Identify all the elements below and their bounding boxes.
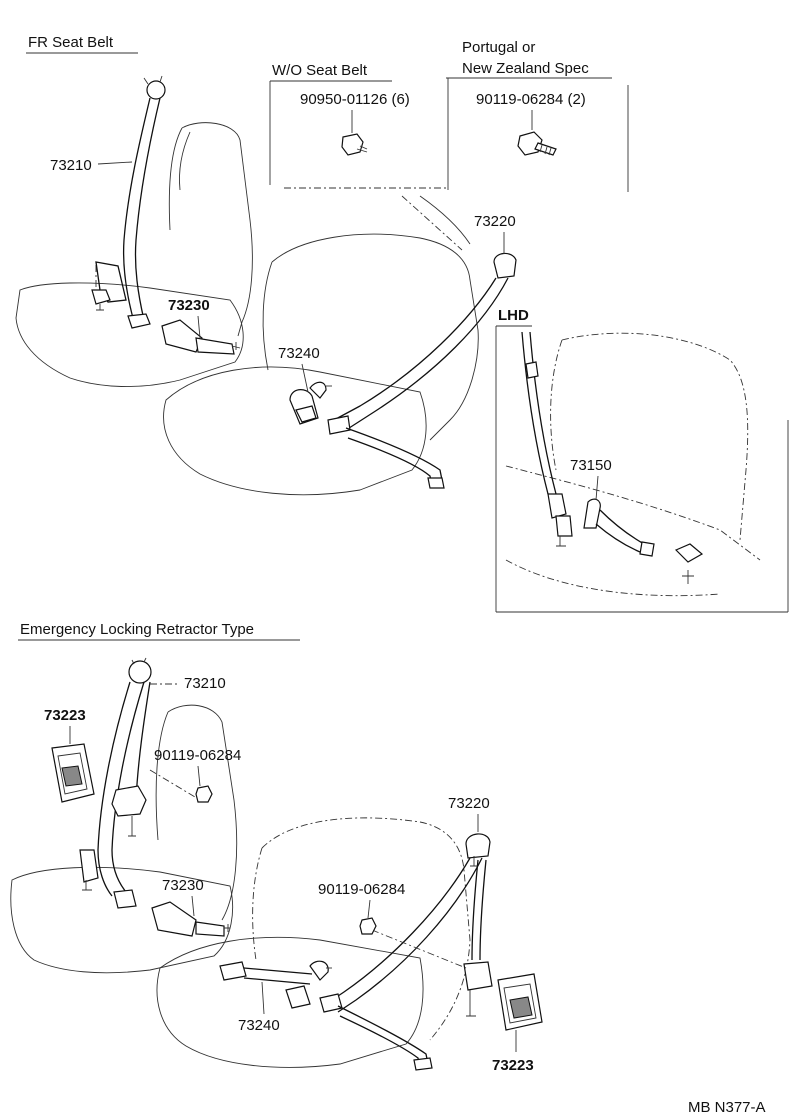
buckle-73230-top: 73230 <box>161 297 241 355</box>
buckle-73240-top: 73240 <box>278 345 332 425</box>
top-left-seat <box>15 122 253 388</box>
fr-seat-belt-title: FR Seat Belt <box>28 34 114 51</box>
lhd-box: LHD 73150 <box>495 307 789 613</box>
label-73210-bottom: 73210 <box>184 675 226 692</box>
portugal-nz-box: Portugal or New Zealand Spec 90119-06284… <box>446 39 629 192</box>
belt-73220-bottom: 73220 <box>319 795 493 1071</box>
label-73230-top: 73230 <box>168 297 210 314</box>
bolt-left-label: 90119-06284 <box>154 747 241 764</box>
elr-heading: Emergency Locking Retractor Type <box>18 621 300 641</box>
label-73223-right: 73223 <box>492 1057 534 1074</box>
label-73223-left: 73223 <box>44 707 86 724</box>
buckle-73240-bottom: 73240 <box>219 960 332 1034</box>
bolt-wo-icon <box>341 133 368 156</box>
belt-73210-top: 73210 <box>50 75 166 329</box>
bolt-right-bottom: 90119-06284 <box>318 881 467 969</box>
bottom-middle-seat <box>156 817 471 1068</box>
cover-73223-right: 73223 <box>492 973 543 1074</box>
wo-seat-belt-box: W/O Seat Belt 90950-01126 (6) <box>269 62 448 189</box>
label-73150: 73150 <box>570 457 612 474</box>
figure-code: MB N377-A <box>688 1099 766 1116</box>
label-73240-bottom: 73240 <box>238 1017 280 1034</box>
belt-73220-top: 73220 <box>327 213 517 489</box>
bolt-right-label: 90119-06284 <box>318 881 405 898</box>
label-73230-bottom: 73230 <box>162 877 204 894</box>
wo-seat-belt-title: W/O Seat Belt <box>272 62 368 79</box>
bolt-pt-label: 90119-06284 (2) <box>476 91 586 108</box>
label-73220-top: 73220 <box>474 213 516 230</box>
buckle-73230-bottom: 73230 <box>151 877 230 937</box>
label-73210-top: 73210 <box>50 157 92 174</box>
top-middle-seat <box>163 195 479 496</box>
bolt-left-bottom: 90119-06284 <box>149 747 241 803</box>
fr-seat-belt-heading: FR Seat Belt <box>26 34 138 54</box>
cover-73223-left: 73223 <box>44 707 95 803</box>
label-73220-bottom: 73220 <box>448 795 490 812</box>
elr-title: Emergency Locking Retractor Type <box>20 621 254 638</box>
bolt-wo-label: 90950-01126 (6) <box>300 91 410 108</box>
portugal-title-line1: Portugal or <box>462 39 535 56</box>
portugal-title-line2: New Zealand Spec <box>462 60 589 77</box>
label-73240-top: 73240 <box>278 345 320 362</box>
lhd-title: LHD <box>498 307 529 324</box>
belt-73210-bottom: 73210 <box>79 657 226 909</box>
bolt-pt-icon <box>517 131 557 156</box>
